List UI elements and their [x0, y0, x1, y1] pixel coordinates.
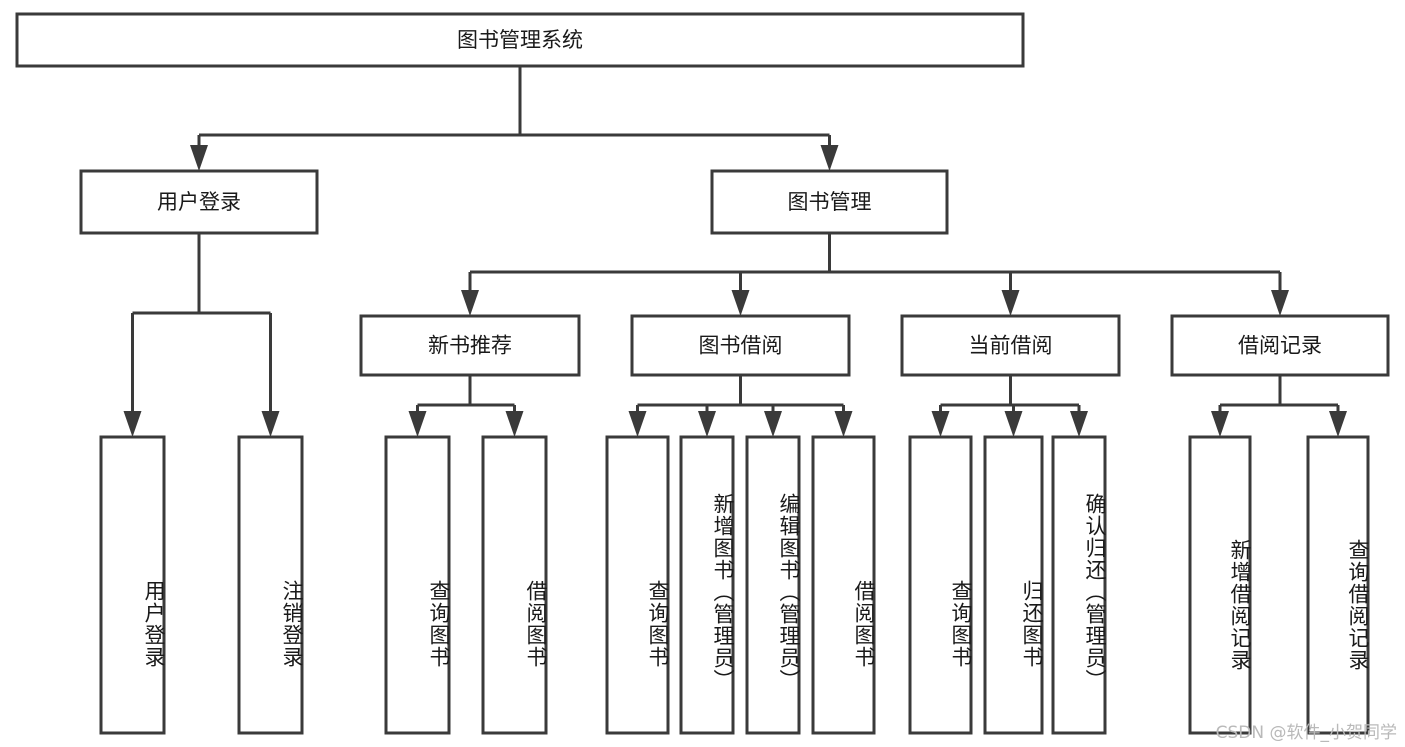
arrow-head-icon — [190, 145, 208, 171]
arrow-head-icon — [764, 411, 782, 437]
arrow-head-icon — [931, 411, 950, 437]
arrow-head-icon — [731, 290, 750, 316]
node-label-root: 图书管理系统 — [457, 28, 583, 52]
node-label-borrow-record: 借阅记录 — [1238, 334, 1322, 358]
arrow-head-icon — [261, 411, 280, 437]
node-box-leaf-add-book[interactable] — [679, 435, 735, 735]
node-box-book-borrow[interactable] — [630, 314, 851, 377]
arrow-head-icon — [461, 290, 479, 316]
node-box-book-manage[interactable] — [710, 169, 949, 235]
node-box-leaf-edit-book[interactable] — [745, 435, 801, 735]
node-box-leaf-confirm-return[interactable] — [1051, 435, 1107, 735]
node-box-user-login[interactable] — [79, 169, 319, 235]
arrow-head-icon — [505, 411, 524, 437]
node-box-leaf-query-book-c[interactable] — [908, 435, 973, 735]
node-box-leaf-return-book[interactable] — [983, 435, 1044, 735]
node-box-leaf-user-login[interactable] — [99, 435, 166, 735]
node-label-user-login: 用户登录 — [157, 190, 241, 214]
node-label-book-borrow: 图书借阅 — [699, 334, 783, 358]
node-box-leaf-borrow-book-b[interactable] — [811, 435, 876, 735]
node-box-leaf-query-book-rec[interactable] — [384, 435, 451, 735]
node-box-leaf-borrow-book-rec[interactable] — [481, 435, 548, 735]
connectors-layer — [123, 66, 1347, 437]
arrow-head-icon — [1211, 411, 1229, 437]
node-box-root[interactable] — [15, 12, 1025, 68]
watermark-text: CSDN @软件_小贺同学 — [1215, 723, 1397, 743]
arrow-head-icon — [1001, 290, 1020, 316]
arrow-head-icon — [628, 411, 647, 437]
arrow-head-icon — [408, 411, 427, 437]
arrow-head-icon — [820, 145, 839, 171]
node-box-leaf-logout[interactable] — [237, 435, 304, 735]
node-label-new-book-rec: 新书推荐 — [428, 334, 512, 358]
arrow-head-icon — [698, 411, 716, 437]
node-box-new-book-rec[interactable] — [359, 314, 581, 377]
node-box-current-borrow[interactable] — [900, 314, 1121, 377]
node-label-book-manage: 图书管理 — [788, 190, 872, 214]
node-box-leaf-query-record[interactable] — [1306, 435, 1370, 735]
arrow-head-icon — [123, 411, 142, 437]
arrow-head-icon — [834, 411, 853, 437]
node-box-leaf-query-book-b[interactable] — [605, 435, 670, 735]
node-box-borrow-record[interactable] — [1170, 314, 1390, 377]
arrow-head-icon — [1329, 411, 1347, 437]
arrow-head-icon — [1004, 411, 1023, 437]
arrow-head-icon — [1070, 411, 1088, 437]
node-label-current-borrow: 当前借阅 — [969, 334, 1053, 358]
arrow-head-icon — [1271, 290, 1289, 316]
node-box-leaf-add-record[interactable] — [1188, 435, 1252, 735]
